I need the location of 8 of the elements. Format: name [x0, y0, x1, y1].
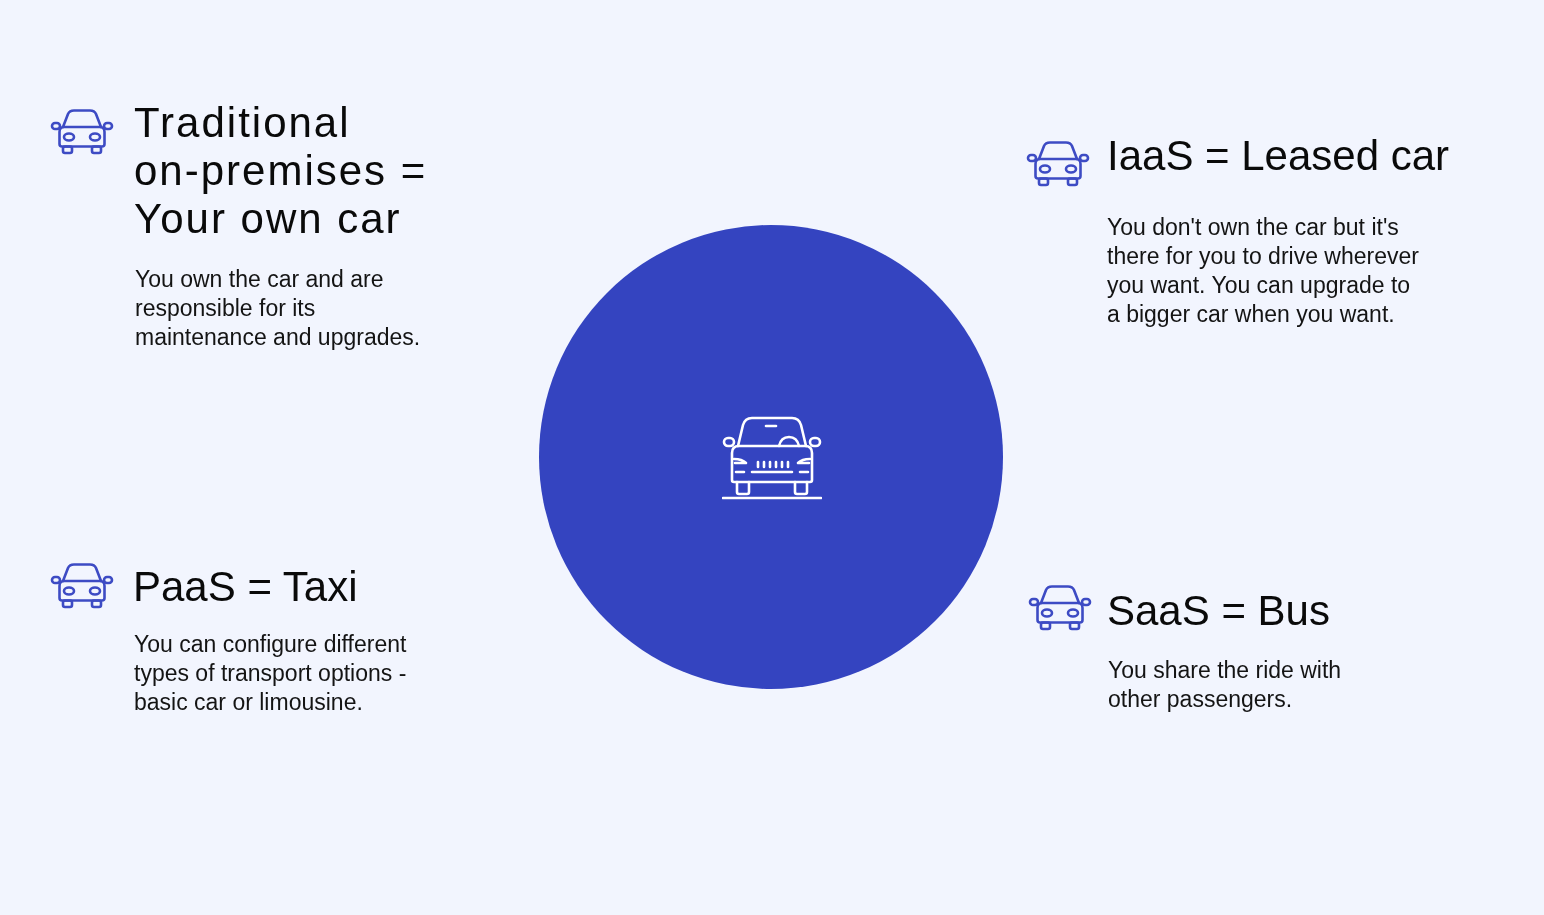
heading: IaaS = Leased car: [1107, 132, 1451, 180]
heading: Traditional on-premises = Your own car: [134, 99, 429, 243]
description: You share the ride with other passengers.: [1108, 656, 1343, 714]
description: You can configure different types of transport options - basic car or limousine.: [134, 630, 408, 717]
description: You don't own the car but it's there for you to drive wherever you want. You can upgrade to a bigger car when you want.: [1107, 213, 1420, 329]
heading: SaaS = Bus: [1107, 587, 1331, 635]
heading: PaaS = Taxi: [133, 563, 359, 611]
description: You own the car and are responsible for its maintenance and upgrades.: [135, 265, 422, 352]
